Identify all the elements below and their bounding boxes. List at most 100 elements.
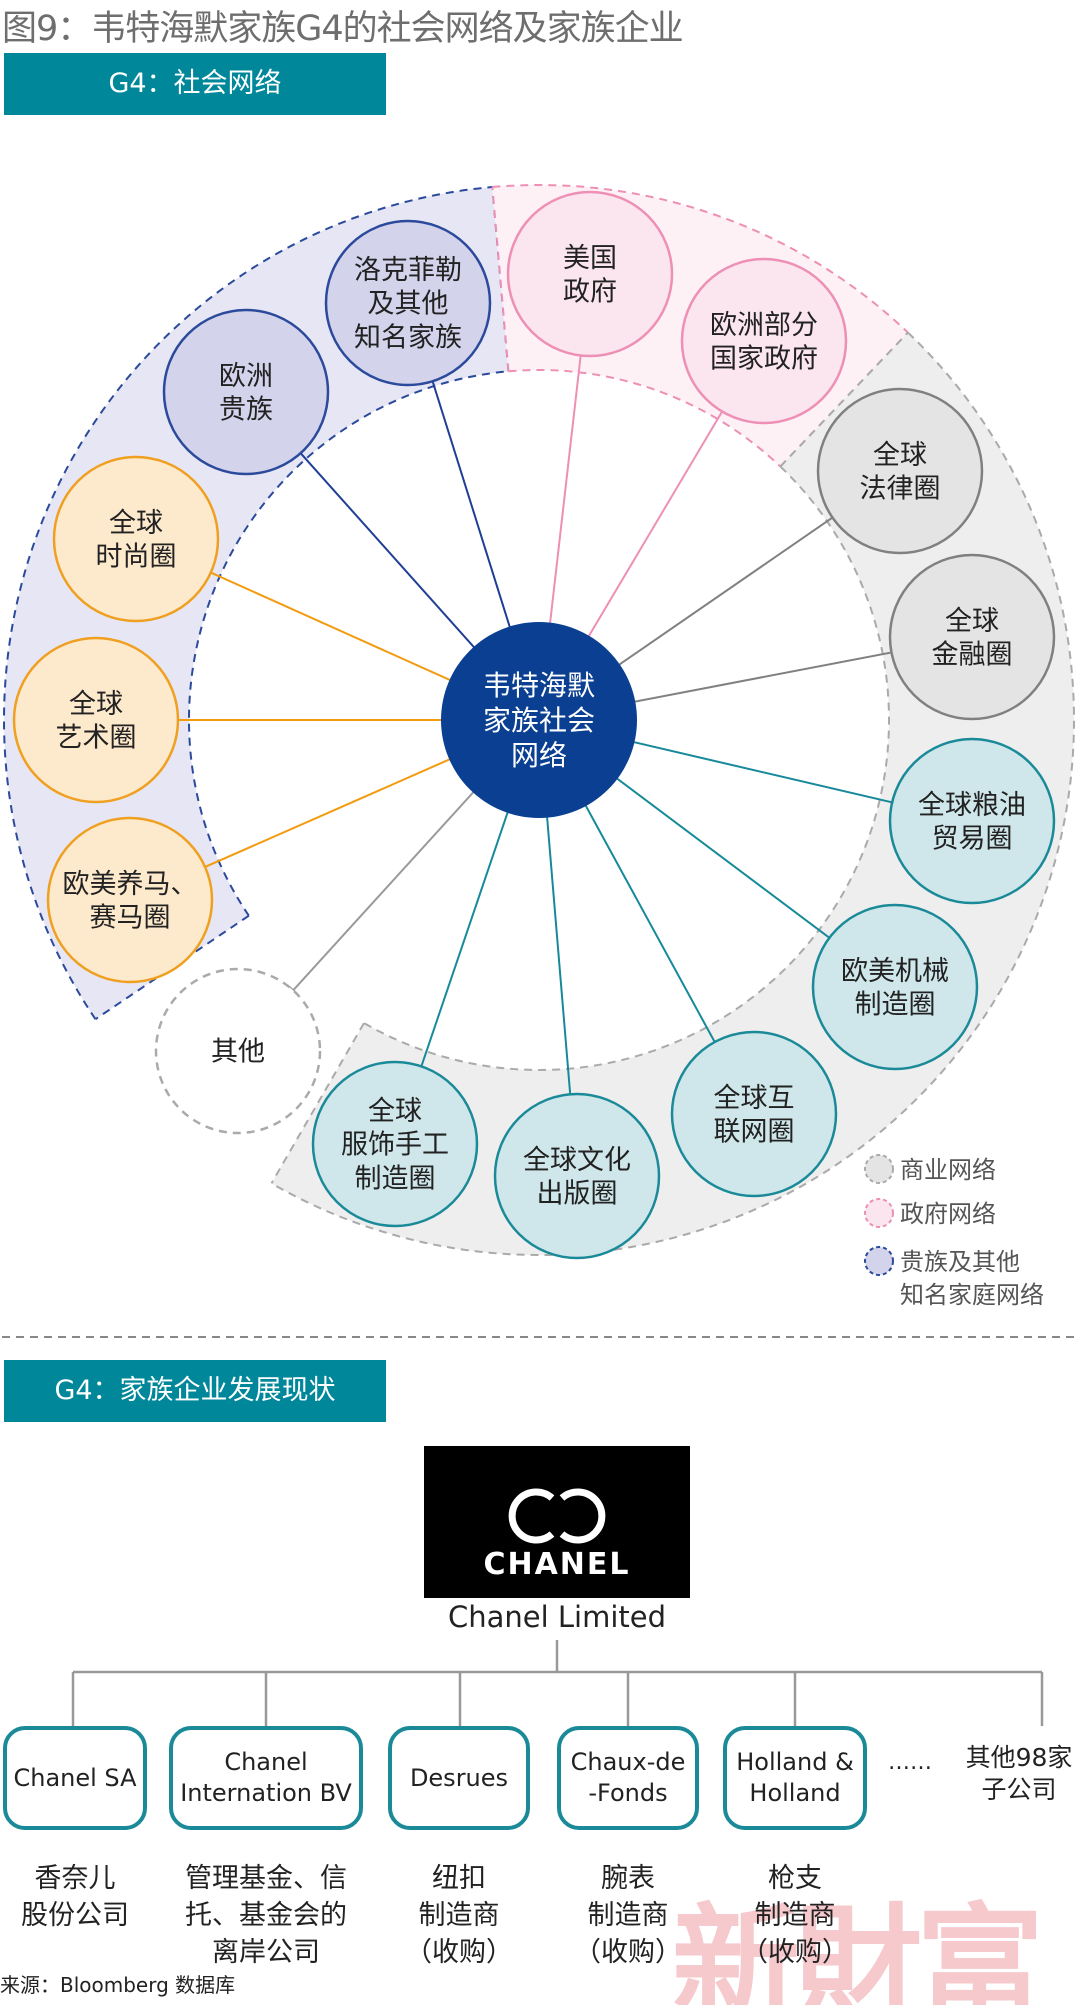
subsidiary-desc: 管理基金、信 托、基金会的 离岸公司 — [185, 1863, 347, 1968]
node-circle — [506, 190, 674, 358]
government-network-sector-boundary — [491, 186, 510, 372]
node-label-line: 法律圈 — [860, 474, 941, 505]
noble-network-sector-outer-edge — [3, 186, 493, 1020]
subsidiary-desc: 纽扣 制造商 （收购） — [405, 1863, 513, 1968]
node-label-line: 欧美机械 — [841, 956, 949, 987]
node-circle — [816, 387, 984, 555]
network-node: 欧美养马、赛马圈 — [46, 816, 214, 984]
node-circle — [154, 967, 322, 1135]
node-circle — [46, 816, 214, 984]
legend-item: 商业网络 — [864, 1154, 996, 1184]
subsidiary-desrues: Desrues — [388, 1726, 530, 1830]
section-divider — [2, 1336, 1078, 1338]
node-label-line: 制造圈 — [355, 1163, 436, 1194]
node-label-line: 艺术圈 — [56, 723, 137, 754]
legend-swatch — [864, 1246, 894, 1276]
subsidiary-desc: 枪支 制造商 （收购） — [741, 1863, 849, 1968]
org-tree-connectors — [71, 1640, 1044, 1726]
node-label-line: 全球 — [109, 508, 163, 539]
legend-label: 商业网络 — [900, 1156, 996, 1184]
node-label-line: 欧洲 — [219, 361, 273, 392]
node-label-line: 出版圈 — [537, 1179, 618, 1210]
business-network-sector-boundary — [270, 1022, 365, 1184]
figure-title: 图9：韦特海默家族G4的社会网络及家族企业 — [2, 9, 684, 49]
node-circle — [493, 1092, 661, 1260]
node-circle — [12, 636, 180, 804]
node-label-line: 全球 — [945, 606, 999, 637]
node-label-line: 贸易圈 — [932, 824, 1013, 855]
node-label-line: 韦特海默 — [483, 669, 595, 702]
node-circle — [162, 308, 330, 476]
node-label-line: 欧洲部分 — [710, 310, 818, 341]
node-label-line: 其他 — [211, 1037, 265, 1068]
parent-company-name: Chanel Limited — [447, 1600, 667, 1634]
node-label-line: 美国 — [563, 243, 617, 274]
government-network-sector-outer-edge — [492, 184, 909, 334]
chanel-cc-icon: CHANEL — [483, 1488, 630, 1582]
legend-label: 贵族及其他 — [900, 1248, 1020, 1276]
center-circle — [441, 622, 637, 818]
source-note: 来源：Bloomberg 数据库 — [0, 1973, 236, 1997]
node-label-line: 全球 — [873, 440, 927, 471]
section-header-social-network: G4：社会网络 — [4, 53, 386, 115]
node-label-line: 全球 — [69, 689, 123, 720]
noble-network-sector — [4, 187, 509, 1020]
node-circle — [888, 553, 1056, 721]
node-label-line: 政府 — [563, 277, 617, 308]
subsidiary-desc: 香奈儿 股份公司 — [21, 1863, 129, 1931]
node-label-line: 制造圈 — [855, 990, 936, 1021]
node-label-line: 全球互 — [714, 1083, 795, 1114]
node-label-line: 金融圈 — [932, 640, 1013, 671]
node-label-line: 联网圈 — [714, 1117, 795, 1148]
node-label-line: 贵族 — [219, 395, 273, 426]
ellipsis: …… — [888, 1750, 932, 1775]
node-label-line: 时尚圈 — [96, 542, 177, 573]
subsidiary-chanel-internation-bv: Chanel Internation BV — [169, 1726, 363, 1830]
node-circle — [888, 737, 1056, 905]
government-network-sector-inner-edge — [508, 369, 782, 468]
watermark: 新財富 — [672, 1891, 1044, 2005]
node-label-line: 知名家族 — [354, 322, 462, 353]
legend-label: 政府网络 — [900, 1200, 996, 1228]
node-circle — [311, 1060, 479, 1228]
social-network-diagram: 洛克菲勒及其他知名家族欧洲贵族全球时尚圈全球艺术圈欧美养马、赛马圈其他全球服饰手… — [3, 184, 1075, 1309]
legend-item: 政府网络 — [864, 1198, 996, 1228]
node-label-line: 欧美养马、 — [63, 869, 198, 900]
business-network-sector-outer-edge — [271, 331, 1075, 1256]
subsidiary-chanel-sa: Chanel SA — [3, 1726, 147, 1830]
chanel-logo: CHANEL — [424, 1446, 690, 1598]
node-label-line: 全球文化 — [523, 1145, 631, 1176]
legend-swatch — [864, 1198, 894, 1228]
node-label-line: 家族社会 — [483, 704, 595, 737]
node-circle — [680, 257, 848, 425]
node-label-line: 国家政府 — [710, 344, 818, 375]
chanel-logo-text: CHANEL — [483, 1547, 630, 1582]
node-label-line: 服饰手工 — [341, 1130, 449, 1161]
network-node: 其他 — [154, 967, 322, 1135]
other-subsidiaries: 其他98家 子公司 — [965, 1743, 1073, 1804]
node-circle — [670, 1030, 838, 1198]
node-label-line: 洛克菲勒 — [354, 255, 462, 286]
node-label-line: 网络 — [511, 739, 567, 772]
node-label-line: 全球 — [368, 1096, 422, 1127]
subsidiary-holland-holland: Holland & Holland — [723, 1726, 867, 1830]
subsidiary-desc: 腕表 制造商 （收购） — [574, 1863, 682, 1968]
node-circle — [52, 455, 220, 623]
business-network-sector-boundary — [779, 331, 909, 468]
node-label-line: 全球粮油 — [918, 790, 1026, 821]
